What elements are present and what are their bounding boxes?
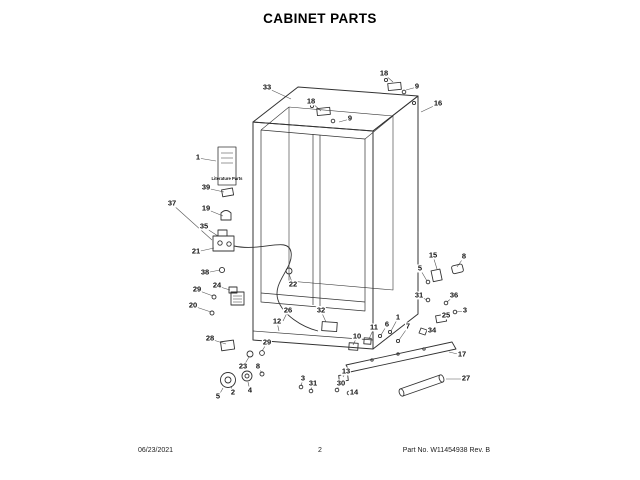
callout-number: 11 <box>369 322 379 332</box>
callout-number: 28 <box>204 333 216 343</box>
literature-parts-tag <box>217 146 237 186</box>
page-footer: 06/23/2021 2 Part No. W11454938 Rev. B <box>0 447 640 459</box>
water-valve-assembly <box>209 187 265 358</box>
water-tube <box>233 244 319 332</box>
callout-number: 3 <box>299 373 307 383</box>
machine-compartment-parts <box>321 321 401 351</box>
callout-number: 4 <box>246 385 254 395</box>
base-rail <box>345 341 457 373</box>
callout-number: 3 <box>461 305 469 315</box>
top-hinge-right <box>383 77 417 106</box>
callout-number: 39 <box>200 182 212 192</box>
callout-number: 7 <box>404 321 412 331</box>
tube-grommet <box>285 267 293 275</box>
cabinet-parts-drawing <box>209 77 464 397</box>
callout-number: 18 <box>378 68 390 78</box>
callout-number: 10 <box>351 331 363 341</box>
callout-number: 32 <box>315 305 327 315</box>
callout-number: 1 <box>194 152 202 162</box>
callout-number: 23 <box>237 361 249 371</box>
callout-number: 34 <box>426 325 438 335</box>
footer-part-number: Part No. W11454938 Rev. B <box>402 447 490 454</box>
callout-number: 25 <box>440 310 452 320</box>
callout-number: 8 <box>460 251 468 261</box>
leader-line <box>171 203 213 241</box>
callout-number: 5 <box>416 263 424 273</box>
callout-number: 22 <box>287 279 299 289</box>
callout-number: 5 <box>214 391 222 401</box>
callout-number: 24 <box>211 280 223 290</box>
callout-number: 20 <box>187 300 199 310</box>
callout-number: 30 <box>335 378 347 388</box>
callout-number: 38 <box>199 267 211 277</box>
callout-number: 9 <box>346 113 354 123</box>
callout-number: 14 <box>348 387 360 397</box>
callout-number: 12 <box>271 316 283 326</box>
callout-number: 29 <box>261 337 273 347</box>
callout-number: 31 <box>307 378 319 388</box>
roller-tube <box>398 374 445 397</box>
callout-number: 15 <box>427 250 439 260</box>
callout-number: 6 <box>383 319 391 329</box>
callout-number: 17 <box>456 349 468 359</box>
footer-date: 06/23/2021 <box>138 447 174 454</box>
right-side-hardware <box>418 263 464 336</box>
callout-number: 19 <box>200 203 212 213</box>
literature-parts-label: Literature Parts <box>212 176 244 181</box>
callout-number: 33 <box>261 82 273 92</box>
callout-number: 37 <box>166 198 178 208</box>
callout-number: 29 <box>191 284 203 294</box>
callout-number: 31 <box>413 290 425 300</box>
callout-number: 1 <box>394 312 402 322</box>
footer-page-number: 2 <box>318 447 322 454</box>
page-title: CABINET PARTS <box>263 11 377 26</box>
callout-number: 8 <box>254 361 262 371</box>
cabinet-wireframe <box>252 86 419 350</box>
callout-number: 27 <box>460 373 472 383</box>
top-hinge-left <box>309 103 336 124</box>
bottom-rollers-screws <box>220 370 352 396</box>
callout-number: 36 <box>448 290 460 300</box>
callout-number: 16 <box>432 98 444 108</box>
callout-number: 21 <box>190 246 202 256</box>
callout-number: 2 <box>229 387 237 397</box>
callout-number: 18 <box>305 96 317 106</box>
callout-number: 9 <box>413 81 421 91</box>
callout-number: 13 <box>340 366 352 376</box>
callout-number: 26 <box>282 305 294 315</box>
callout-number: 35 <box>198 221 210 231</box>
